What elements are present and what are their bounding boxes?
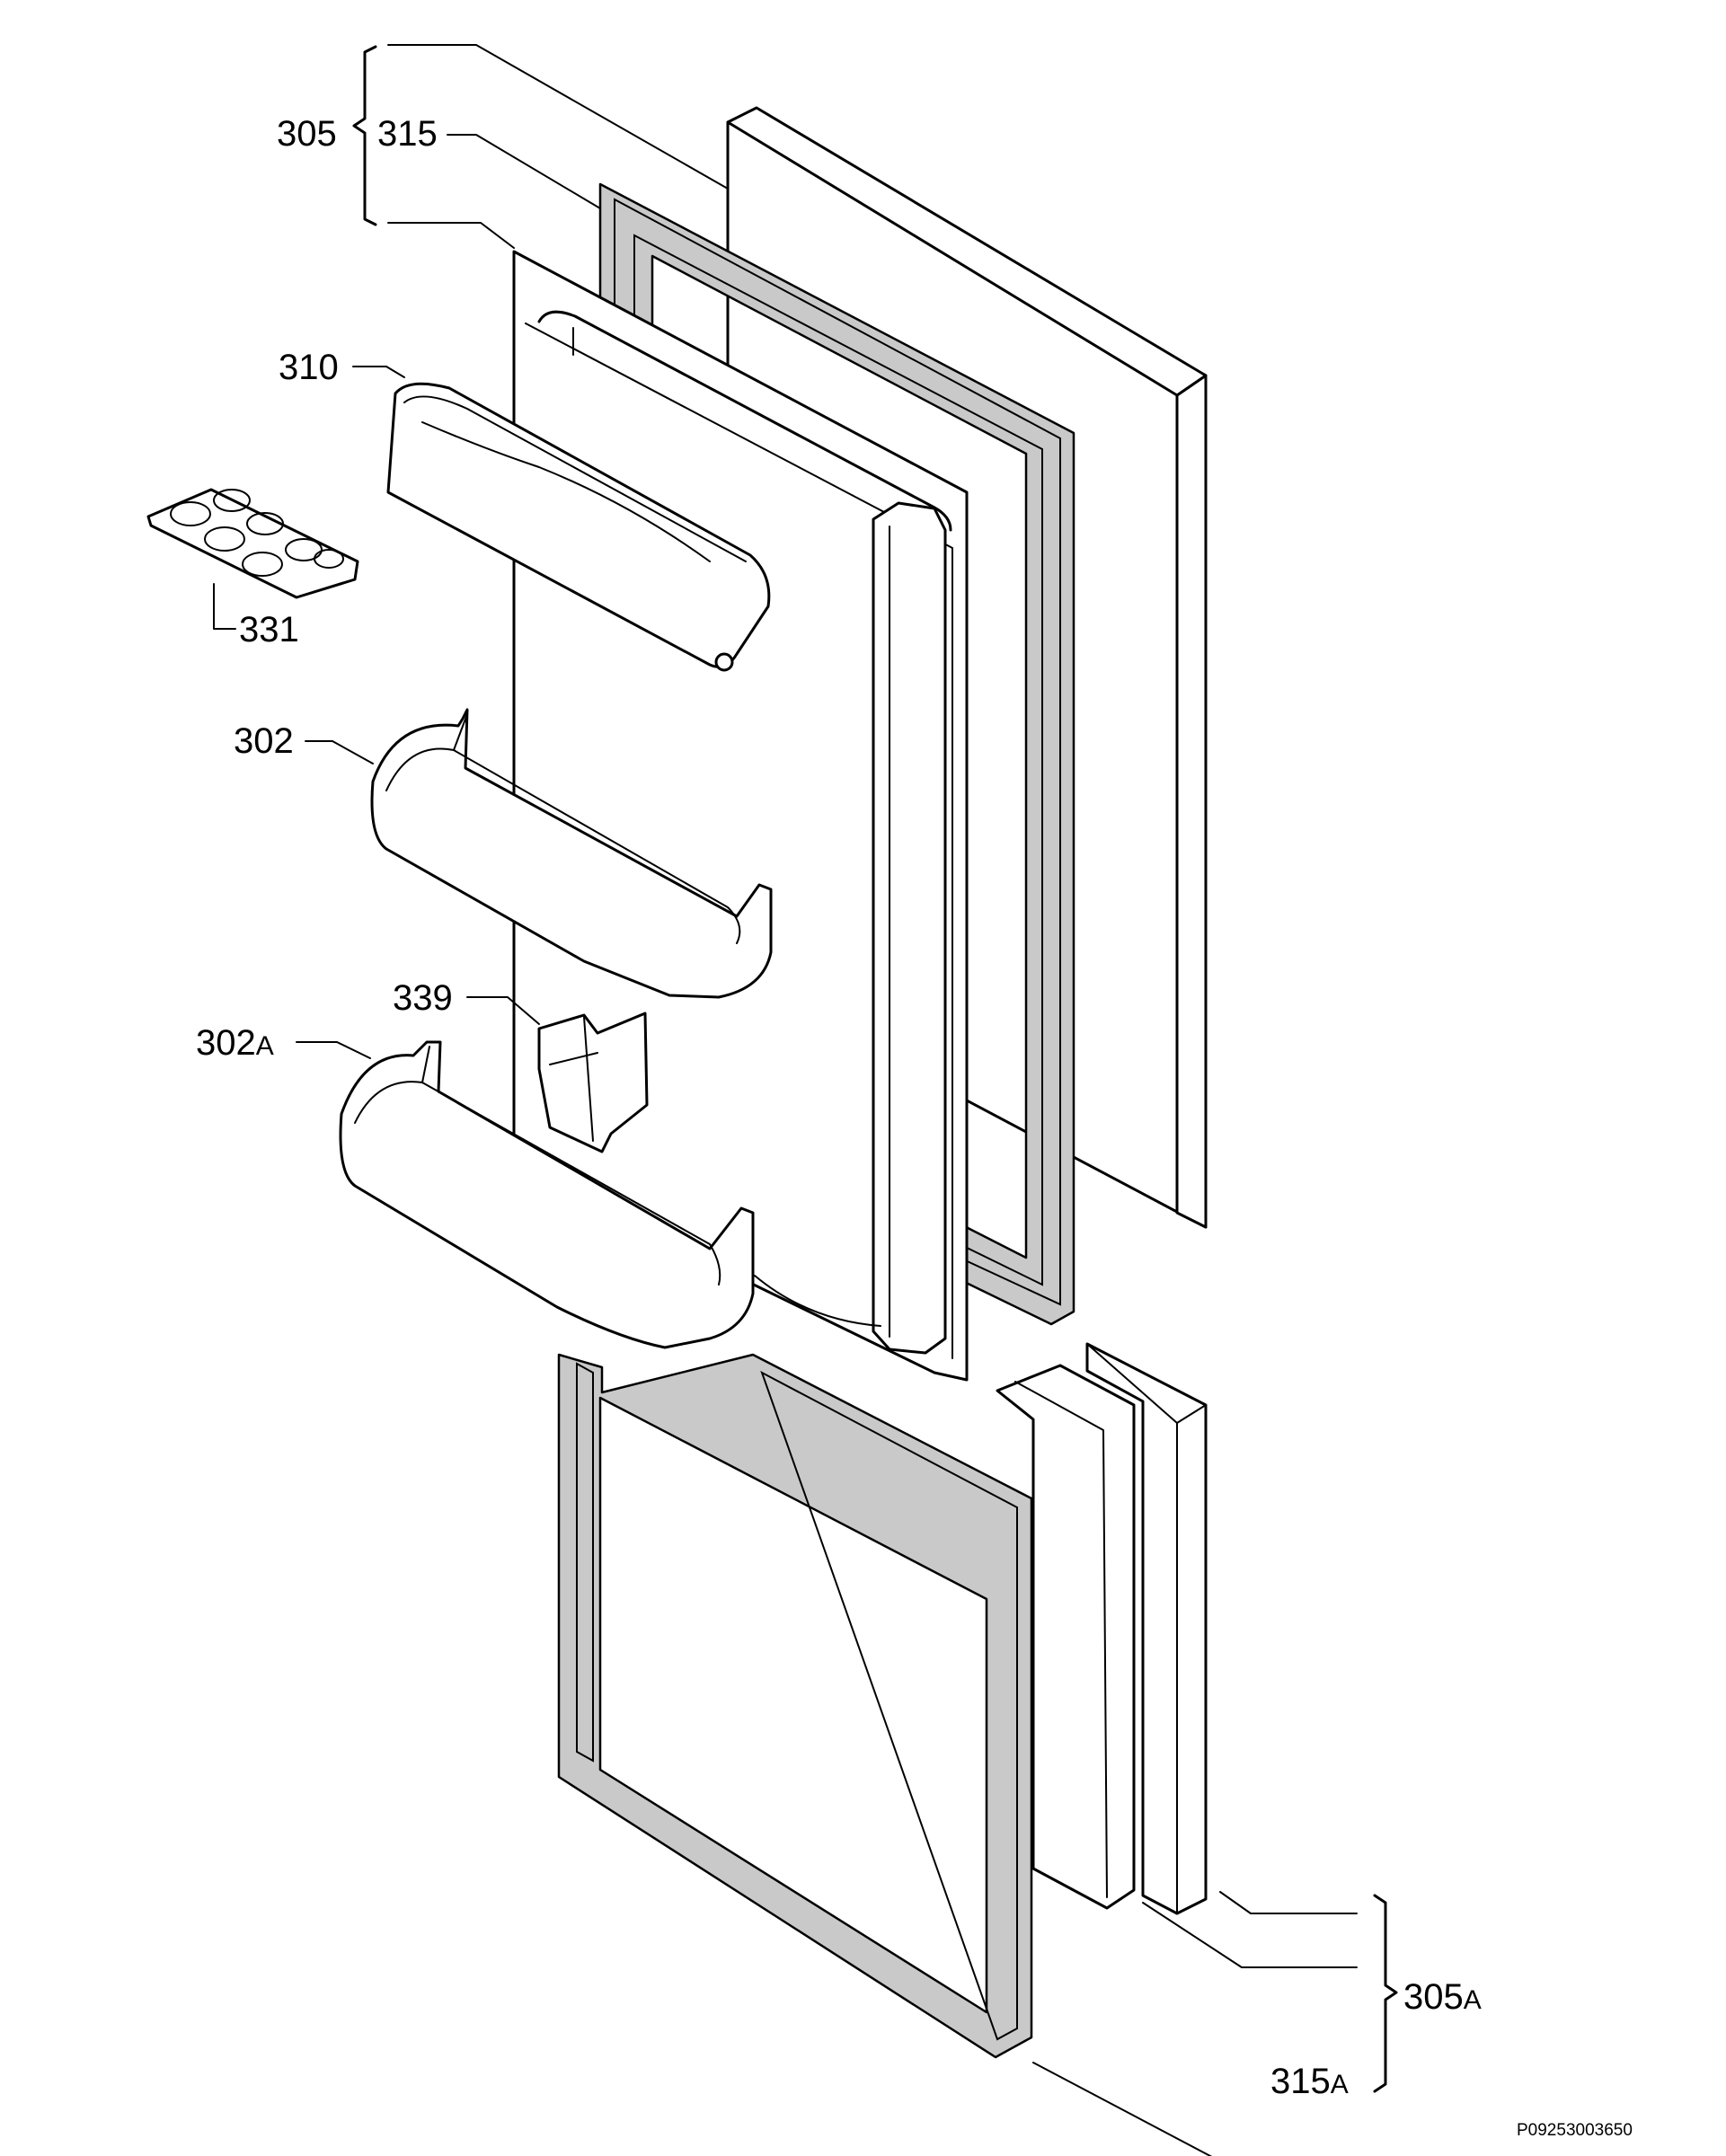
lower-door-panel: [1085, 1342, 1208, 1915]
label-305a-suffix: A: [1464, 1985, 1482, 2015]
bracket-305a: [1373, 1894, 1398, 2093]
door-clip-339: [537, 1012, 649, 1153]
label-302a-suffix: A: [256, 1031, 274, 1061]
label-302a: 302A: [196, 1023, 274, 1063]
label-305a-number: 305: [1403, 1977, 1464, 2017]
egg-tray: [146, 488, 359, 599]
label-331: 331: [239, 610, 299, 649]
door-shelf-302a: [339, 1040, 755, 1349]
label-315a-suffix: A: [1331, 2070, 1349, 2099]
label-315: 315: [377, 114, 438, 154]
label-315a: 315A: [1270, 2062, 1349, 2101]
label-315a-number: 315: [1270, 2062, 1331, 2101]
lower-door-liner: [996, 1364, 1136, 1910]
label-310: 310: [279, 348, 339, 387]
bracket-305: [352, 45, 377, 226]
label-302: 302: [234, 721, 294, 761]
label-302a-number: 302: [196, 1023, 256, 1063]
label-305a: 305A: [1403, 1977, 1482, 2017]
drawing-reference-code: P09253003650: [1517, 2121, 1633, 2140]
label-339: 339: [393, 978, 453, 1018]
butter-compartment: [386, 382, 771, 672]
door-shelf-302: [370, 708, 773, 999]
lower-door-gasket: [557, 1353, 1033, 2059]
leader-lines: [213, 44, 1358, 2156]
label-305: 305: [277, 114, 337, 154]
